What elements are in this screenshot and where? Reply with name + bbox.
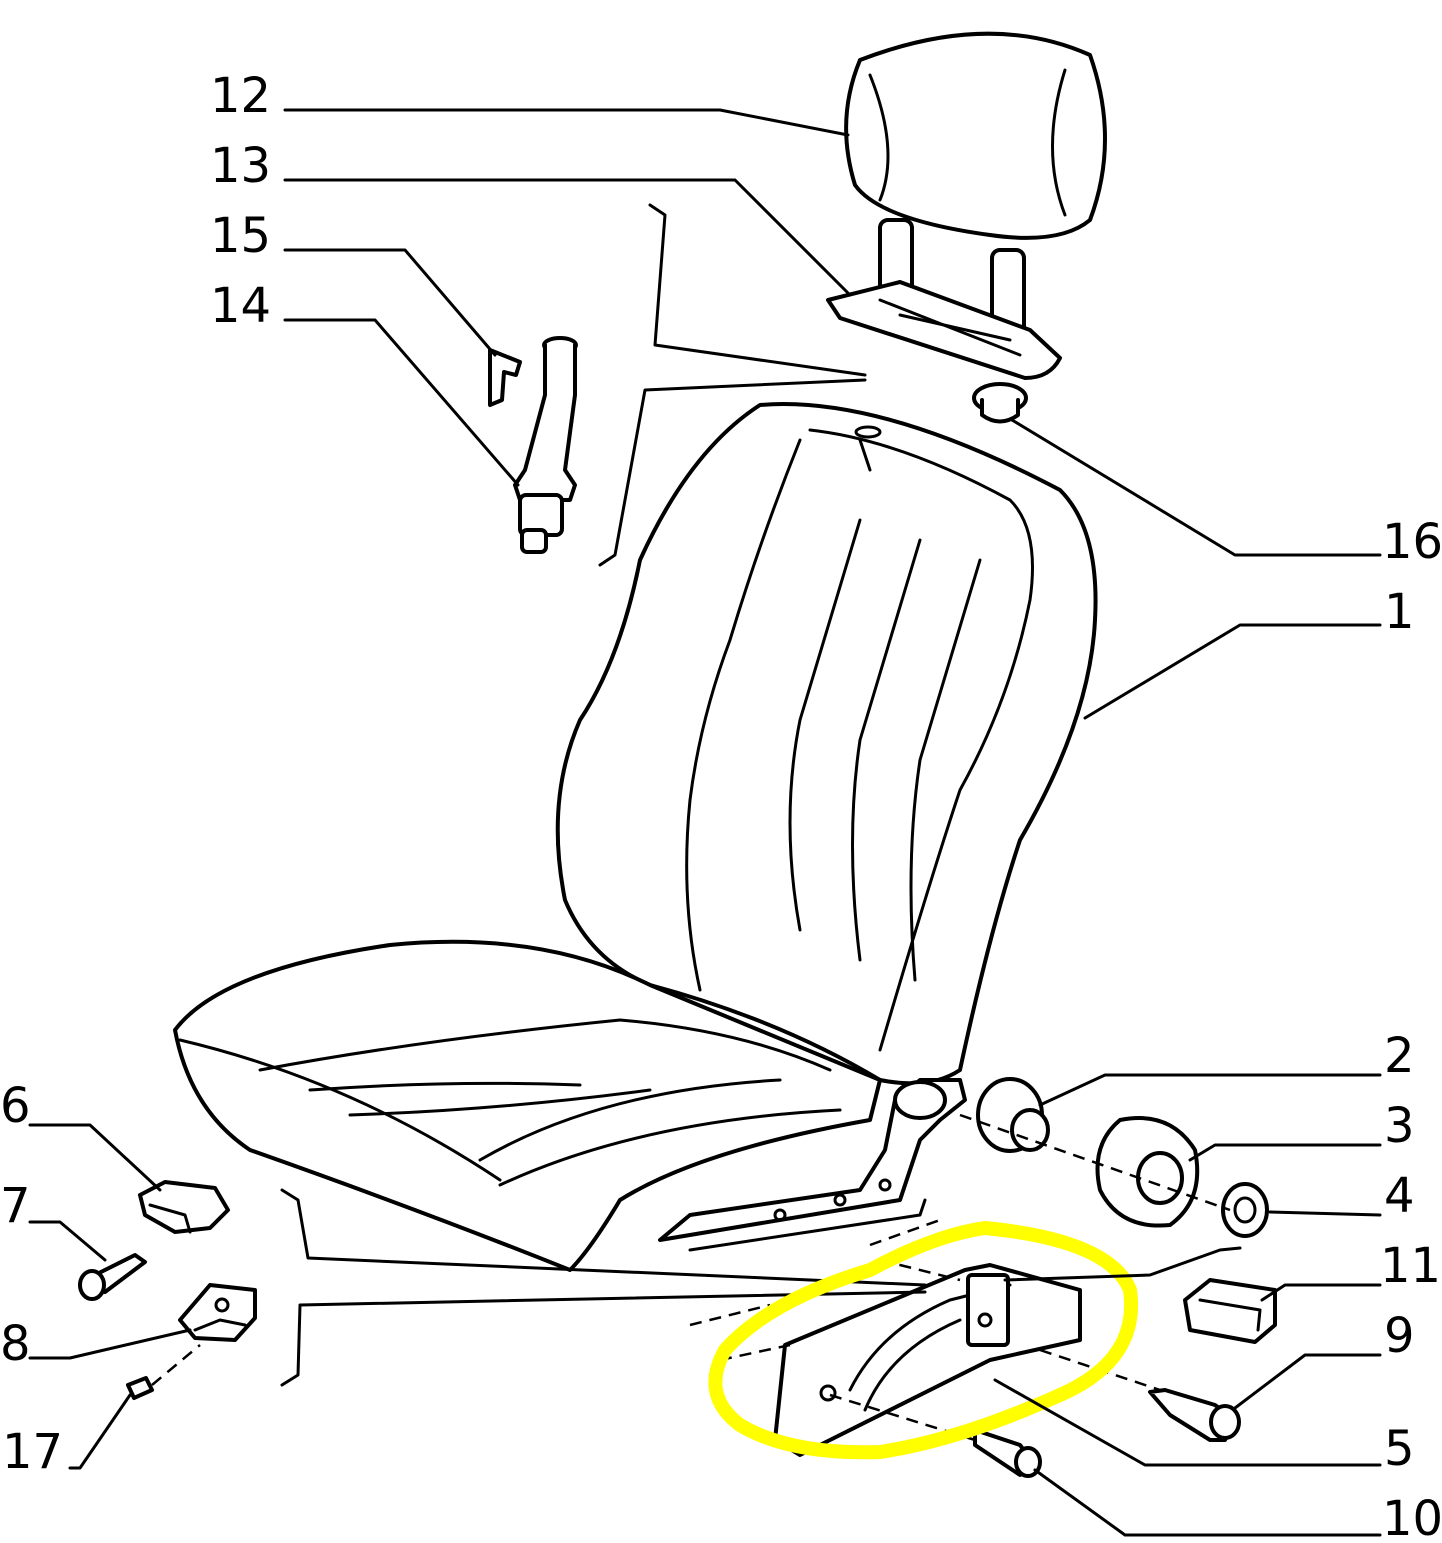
callout-1: 1 <box>1384 584 1415 640</box>
clip-part[interactable] <box>488 348 522 407</box>
guide-line-panel-d <box>879 1258 961 1282</box>
backrest-part[interactable] <box>555 402 1098 1086</box>
callout-7: 7 <box>0 1178 31 1234</box>
callout-12: 12 <box>210 68 271 124</box>
callout-14: 14 <box>210 278 271 334</box>
callout-3: 3 <box>1384 1098 1415 1154</box>
seat-frame-part[interactable] <box>658 1078 967 1252</box>
axis-line-pin <box>151 1344 201 1386</box>
screw-small-part[interactable] <box>78 1253 147 1301</box>
callout-10: 10 <box>1382 1491 1442 1543</box>
recline-pivot-part[interactable] <box>976 1077 1050 1153</box>
cover-clip-part[interactable] <box>1183 1278 1277 1344</box>
headrest-guide-plate-part[interactable] <box>826 218 1062 380</box>
callout-13: 13 <box>210 138 271 194</box>
callout-5: 5 <box>1384 1421 1415 1477</box>
guide-line-panel-b <box>689 1303 771 1327</box>
recline-knob-part[interactable] <box>1095 1116 1200 1228</box>
callout-17: 17 <box>2 1424 63 1480</box>
highlight-ring <box>708 1221 1139 1460</box>
bracket-part[interactable] <box>178 1283 257 1342</box>
detail-bracket-lower <box>280 1188 927 1387</box>
detail-bracket-upper <box>598 203 867 567</box>
guide-line-panel-c <box>719 1343 791 1362</box>
guide-line-panel-a <box>869 1218 941 1247</box>
callout-6: 6 <box>0 1078 31 1134</box>
bushing-part[interactable] <box>972 382 1028 424</box>
leader-lines <box>28 108 1382 1537</box>
screw-anchor-part[interactable] <box>1148 1388 1241 1442</box>
callout-16: 16 <box>1382 514 1442 570</box>
callout-2: 2 <box>1384 1028 1415 1084</box>
callout-15: 15 <box>210 208 271 264</box>
headrest-part[interactable] <box>844 31 1107 240</box>
axis-line-knob <box>959 1113 1231 1212</box>
seat-cushion-part[interactable] <box>173 939 882 1272</box>
callout-labels: 12 13 15 14 16 1 2 3 4 11 9 5 10 6 7 8 1… <box>0 68 1442 1543</box>
screw-part[interactable] <box>973 1428 1042 1478</box>
callout-8: 8 <box>0 1316 31 1372</box>
spacer-part[interactable] <box>1221 1182 1269 1238</box>
headrest-guide-tube-part[interactable] <box>513 336 578 554</box>
hinge-cover-part[interactable] <box>138 1180 230 1234</box>
callout-4: 4 <box>1384 1168 1415 1224</box>
callout-11: 11 <box>1380 1238 1441 1294</box>
callout-9: 9 <box>1384 1308 1415 1364</box>
pin-part[interactable] <box>126 1376 154 1400</box>
